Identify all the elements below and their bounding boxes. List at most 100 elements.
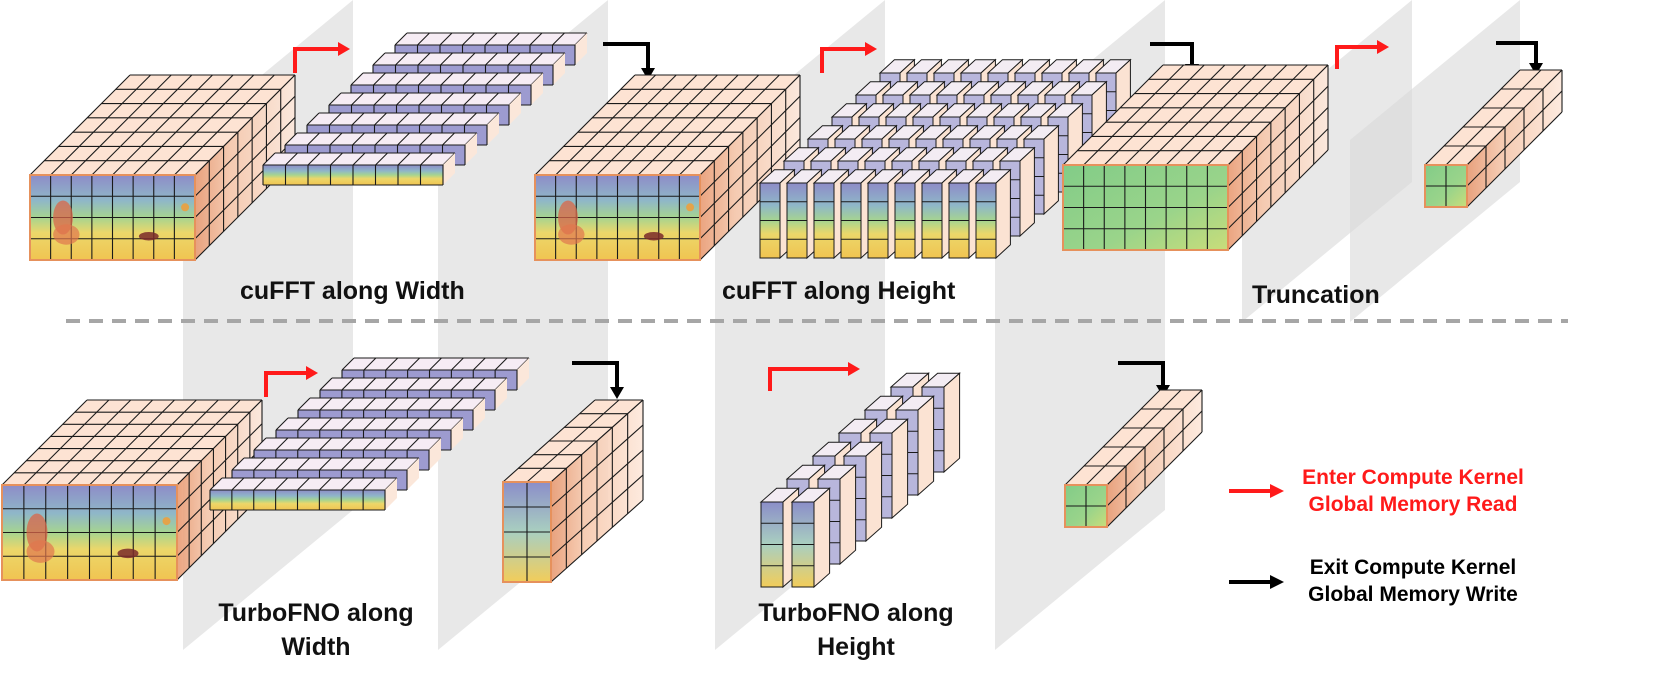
tensor-blocks-layer: [1, 32, 1563, 589]
grid-line: [329, 112, 342, 126]
grid-line: [1165, 64, 1267, 166]
grid-line: [550, 499, 644, 583]
feature-blob: [181, 203, 190, 212]
tensor-out-bottom: [1064, 389, 1203, 528]
grid-line: [417, 52, 431, 66]
grid-line: [1227, 85, 1329, 187]
legend-write: Exit Compute Kernel Global Memory Write: [1283, 554, 1543, 608]
grid-line: [319, 437, 333, 451]
feature-blob: [26, 540, 55, 563]
grid-line: [110, 399, 197, 486]
grid-line: [306, 112, 320, 126]
grid-line: [352, 132, 365, 146]
grid-line: [154, 399, 241, 486]
front-border: [1424, 164, 1468, 208]
grid-line: [384, 417, 398, 431]
grid-line: [1227, 64, 1329, 166]
grid-line: [637, 74, 739, 176]
grid-line: [372, 52, 386, 66]
grid-line: [176, 423, 263, 510]
grid-line: [307, 132, 320, 146]
cell-side: [865, 441, 883, 543]
grid-line: [699, 74, 801, 176]
grid-line: [1106, 389, 1203, 486]
grid-line: [418, 92, 432, 106]
grid-line: [1466, 69, 1563, 166]
label-turbofno-width: TurboFNO along Width: [196, 596, 436, 664]
tensor-width-slice-bottom: [502, 399, 644, 583]
tensor-input-top: [29, 74, 296, 261]
read-arrow-5: [768, 362, 860, 391]
arrow-shaft: [1118, 361, 1165, 385]
grid-line: [463, 72, 476, 86]
tensor-fft-width-top: [534, 74, 801, 261]
grid-line: [699, 117, 801, 218]
grid-line: [1085, 389, 1182, 486]
column-cell: [759, 487, 800, 589]
arrow-head: [641, 68, 655, 80]
grid-line: [23, 399, 110, 486]
grid-line: [395, 52, 408, 66]
grid-line: [231, 477, 245, 491]
legend-write-line2: Global Memory Write: [1308, 583, 1518, 606]
front-border: [534, 174, 701, 261]
grid-line: [350, 72, 364, 86]
grid-line: [330, 152, 343, 166]
grid-line: [253, 437, 267, 451]
grid-line: [1083, 64, 1185, 166]
slab-side: [429, 438, 441, 470]
grid-line: [284, 132, 298, 146]
grid-line: [1227, 128, 1329, 230]
slab-side: [509, 93, 521, 125]
grid-line: [396, 112, 410, 126]
grid-line: [419, 132, 433, 146]
grid-line: [406, 437, 420, 451]
grid-line: [351, 112, 365, 126]
legend-read-arrow-icon: [1270, 484, 1284, 498]
arrow-head: [306, 366, 318, 380]
grid-line: [362, 457, 376, 471]
grid-line: [550, 424, 644, 508]
grid-line: [486, 92, 499, 106]
grid-line: [297, 417, 311, 431]
grid-line: [385, 377, 399, 391]
slab-side: [385, 478, 397, 510]
grid-line: [194, 117, 296, 218]
arrow-head: [865, 42, 877, 56]
grid-line: [132, 399, 219, 486]
cell-side: [943, 372, 961, 474]
grid-line: [472, 357, 486, 371]
grid-line: [373, 92, 387, 106]
grid-line: [450, 397, 464, 411]
grid-line: [485, 52, 498, 66]
grid-line: [552, 32, 565, 46]
write-arrow-3: [1496, 41, 1543, 75]
grid-line: [275, 437, 289, 451]
arrow-head: [1377, 40, 1389, 54]
grid-line: [617, 74, 718, 176]
grid-line: [397, 132, 410, 146]
label-turbofno-height-line1: TurboFNO along: [758, 599, 954, 627]
grid-line: [450, 377, 464, 391]
grid-line: [1227, 149, 1329, 251]
grid-line: [494, 357, 508, 371]
grid-line: [472, 377, 486, 391]
grid-line: [1445, 69, 1542, 166]
feature-blob: [162, 517, 171, 526]
grid-line: [530, 52, 543, 66]
grid-line: [658, 74, 760, 176]
grid-line: [352, 152, 366, 166]
feature-blob: [138, 231, 159, 241]
label-turbofno-height: TurboFNO along Height: [736, 596, 976, 664]
feature-blob: [686, 203, 695, 212]
grid-line: [550, 399, 644, 483]
read-arrow-2: [820, 42, 877, 73]
grid-line: [194, 95, 296, 197]
grid-line: [318, 477, 332, 491]
grid-line: [1103, 64, 1205, 166]
grid-line: [678, 74, 780, 176]
grid-line: [440, 52, 453, 66]
arrow-shaft: [1150, 42, 1194, 64]
feature-blob: [643, 231, 664, 241]
grid-line: [297, 477, 310, 491]
